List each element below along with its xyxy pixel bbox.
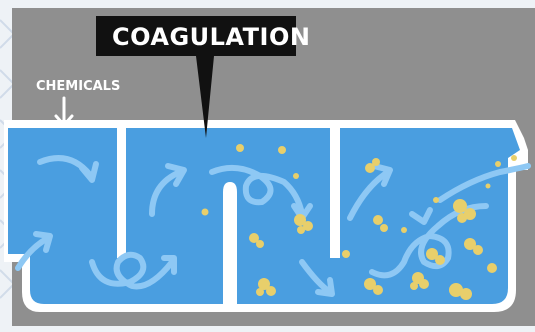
floc-particle-icon xyxy=(401,227,407,233)
floc-particle-icon xyxy=(433,197,439,203)
floc-particle-icon xyxy=(486,184,491,189)
floc-particle-icon xyxy=(487,263,497,273)
baffle-3 xyxy=(330,128,340,258)
baffle-1 xyxy=(117,128,126,258)
baffle-2 xyxy=(223,182,237,304)
floc-particle-icon xyxy=(342,250,350,258)
floc-particle-icon xyxy=(511,155,517,161)
water-body xyxy=(8,128,520,304)
floc-particle-icon xyxy=(236,144,244,152)
callout-label: COAGULATION xyxy=(112,23,310,51)
floc-particle-icon xyxy=(293,173,299,179)
floc-particle-icon xyxy=(495,161,501,167)
floc-particle-icon xyxy=(202,209,209,216)
floc-particle-icon xyxy=(278,146,286,154)
chemicals-label: CHEMICALS xyxy=(36,79,120,94)
